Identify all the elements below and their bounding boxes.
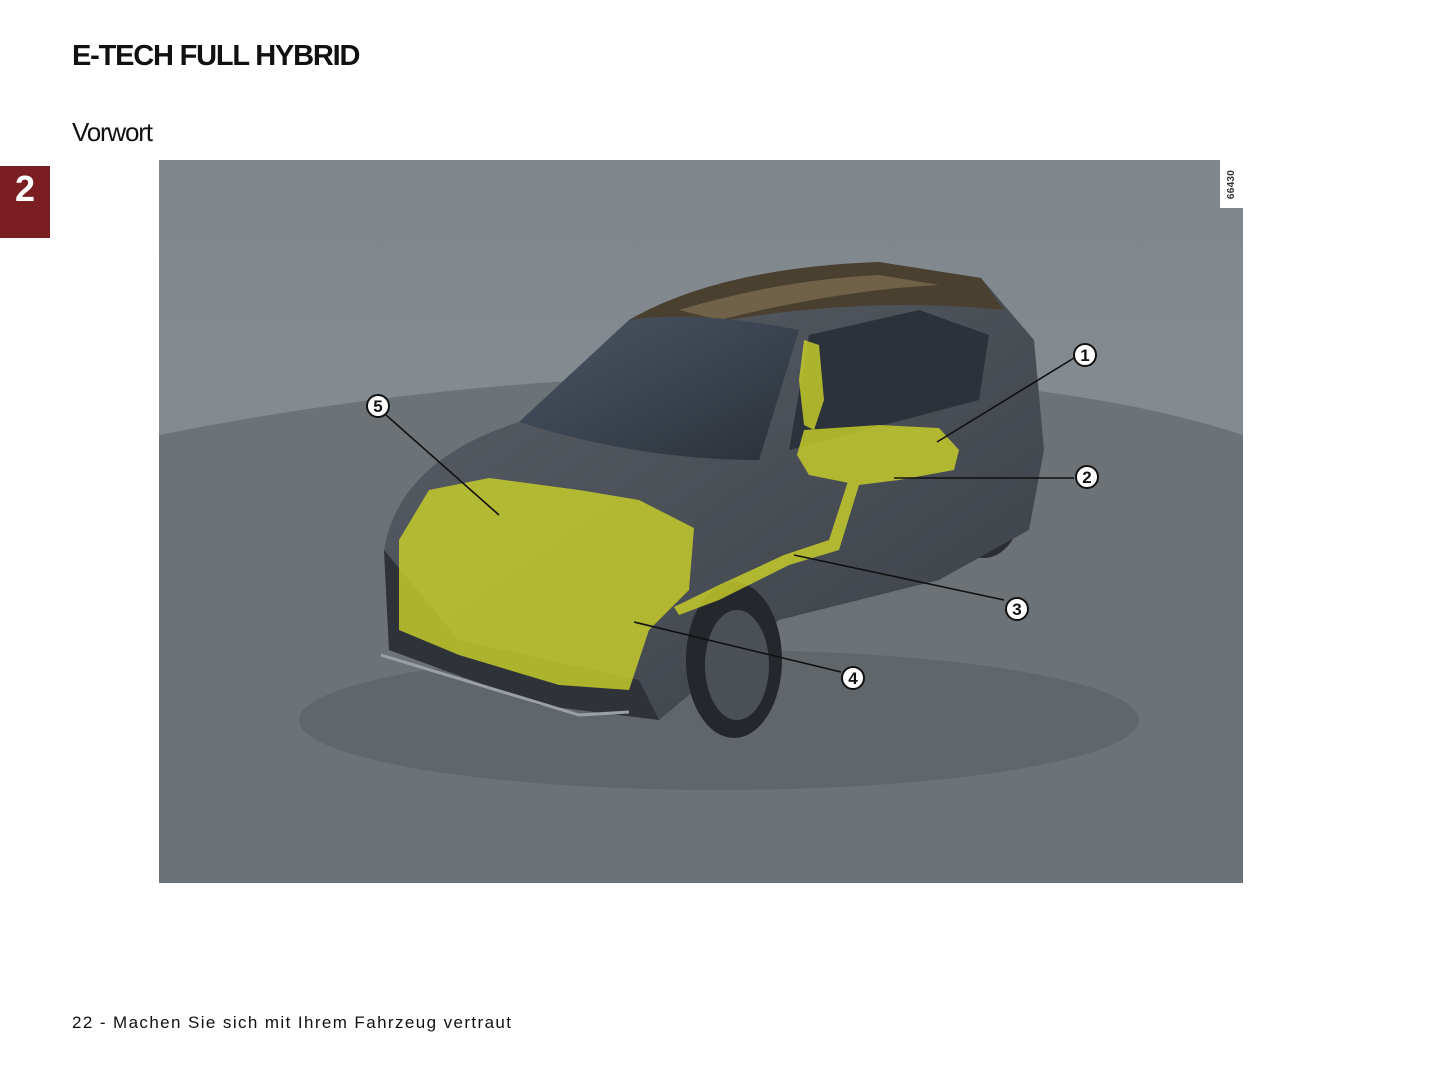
chapter-number: 2 xyxy=(14,168,36,209)
callout-4: 4 xyxy=(841,666,865,690)
chapter-tab[interactable]: 2 xyxy=(0,166,50,238)
image-id-text: 66430 xyxy=(1226,169,1237,199)
callout-5: 5 xyxy=(366,394,390,418)
page-title: E-TECH FULL HYBRID xyxy=(72,40,360,72)
page-footer: 22 - Machen Sie sich mit Ihrem Fahrzeug … xyxy=(72,1013,513,1032)
section-heading: Vorwort xyxy=(72,117,153,147)
drivetrain-highlight xyxy=(399,340,959,690)
callout-label: 5 xyxy=(373,396,383,416)
callout-label: 4 xyxy=(848,668,858,688)
callout-2: 2 xyxy=(1075,465,1099,489)
vehicle-illustration: 1 2 3 4 5 xyxy=(159,160,1243,883)
car-drivetrain-illustration xyxy=(159,160,1243,883)
callout-label: 2 xyxy=(1082,467,1092,487)
callout-label: 1 xyxy=(1080,345,1090,365)
callout-3: 3 xyxy=(1005,597,1029,621)
callout-1: 1 xyxy=(1073,343,1097,367)
callout-label: 3 xyxy=(1012,599,1022,619)
image-id-tag: 66430 xyxy=(1220,160,1243,208)
